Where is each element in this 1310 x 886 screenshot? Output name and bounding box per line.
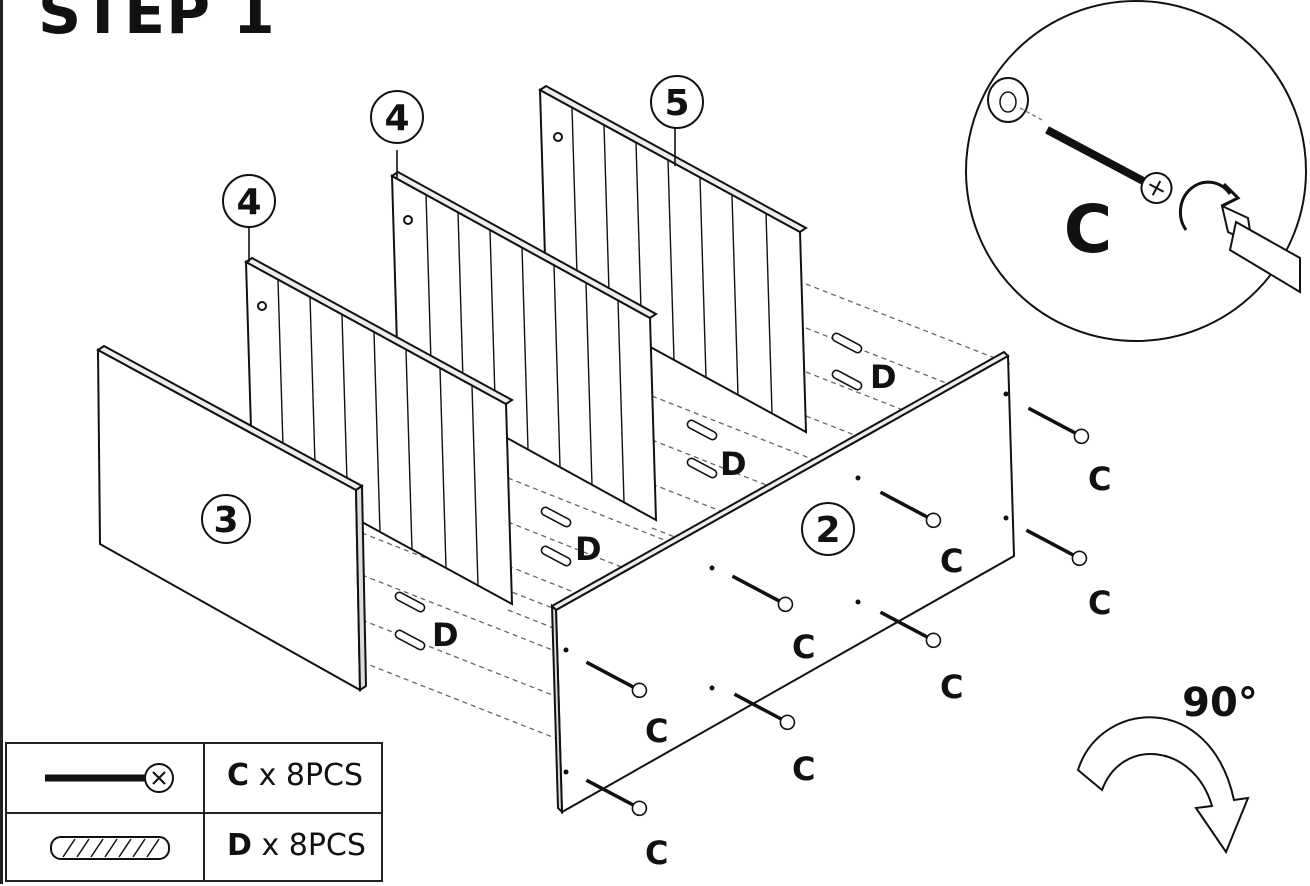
panel-number-4: 4 <box>236 182 261 223</box>
screw-label: C <box>1088 460 1111 498</box>
part-code: C <box>227 758 250 793</box>
panel-number-5: 5 <box>664 83 689 124</box>
screw-label: C <box>1088 584 1111 622</box>
screw-icon <box>45 763 174 793</box>
screw-label: C <box>792 750 815 788</box>
slat-panel-front <box>244 228 514 606</box>
detail-screw-icon <box>1045 126 1173 205</box>
callout-panel-3: 3 <box>201 494 251 544</box>
dowel-icon <box>50 836 170 860</box>
side-panel-right <box>550 350 1016 815</box>
screw-label: C <box>940 668 963 706</box>
part-code: D <box>227 828 252 863</box>
callout-panel-4-middle: 4 <box>370 90 424 144</box>
rotate-clockwise-icon <box>1178 180 1232 231</box>
screw-label: C <box>792 628 815 666</box>
rotate-arrow-icon <box>1076 716 1250 855</box>
dowel-label: D <box>870 358 897 396</box>
dowel-label: D <box>575 530 602 568</box>
parts-table: C x 8PCS D x 8PCS <box>5 742 383 882</box>
pre-drilled-hole-icon <box>987 77 1029 123</box>
rotation-indicator: 90° <box>1076 680 1258 855</box>
screw-group <box>585 406 1090 817</box>
panel-number-callouts: 3 4 4 5 2 <box>201 75 855 556</box>
screw-label: C <box>645 712 668 750</box>
callout-panel-5: 5 <box>650 75 704 129</box>
step-title: STEP 1 <box>38 0 276 48</box>
part-quantity: x 8PCS <box>261 828 366 863</box>
callout-panel-4-front: 4 <box>222 174 276 228</box>
parts-icon-cell <box>7 814 205 882</box>
dowel-label: D <box>432 616 459 654</box>
detail-circle: C <box>965 0 1307 342</box>
detail-label: C <box>1064 191 1112 268</box>
parts-icon-cell <box>7 744 205 812</box>
part-quantity: x 8PCS <box>258 758 364 793</box>
screwdriver-icon <box>1220 204 1301 294</box>
rotation-label: 90° <box>1182 680 1258 726</box>
panel-number-2: 2 <box>815 510 840 551</box>
dowel-group <box>394 332 863 651</box>
panel-number-3: 3 <box>213 500 238 541</box>
slat-panel-middle <box>390 150 658 522</box>
dowel-label: D <box>720 445 747 483</box>
panel-number-4: 4 <box>384 98 409 139</box>
callout-panel-2: 2 <box>801 502 855 556</box>
screw-label: C <box>645 834 668 872</box>
page-frame-line <box>0 0 3 884</box>
slat-panel-back <box>538 84 808 434</box>
parts-row: C x 8PCS <box>7 744 381 814</box>
parts-row: D x 8PCS <box>7 814 381 882</box>
screw-label: C <box>940 542 963 580</box>
